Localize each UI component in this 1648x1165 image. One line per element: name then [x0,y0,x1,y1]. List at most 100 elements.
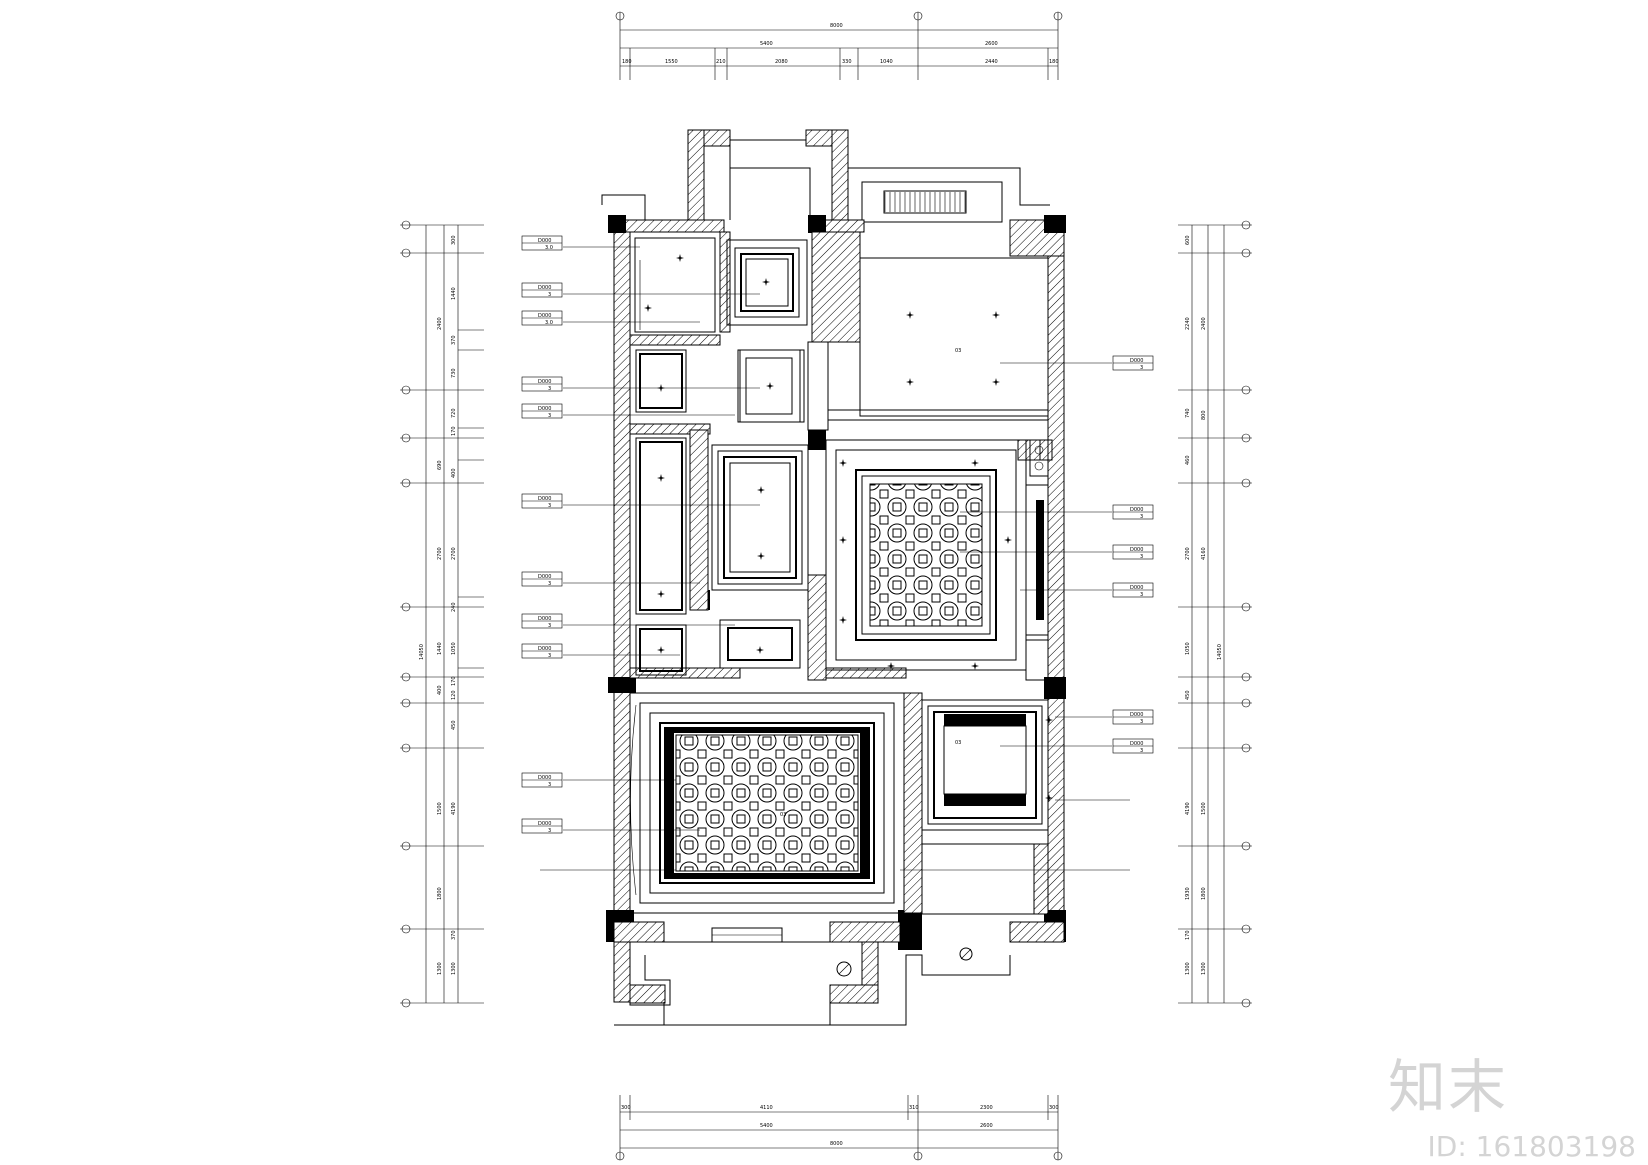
bottom-dim-seg-4: 2300 [980,1105,993,1111]
left-dim-seg-3: 370 [451,335,457,345]
tag-left-4-value: 3 [548,386,551,392]
right-dim-seg-10: 170 [1185,930,1191,940]
tag-left-6-code: D000 [538,496,551,502]
tag-right-3-code: D000 [1130,547,1143,553]
left-dim-seg-2: 1440 [451,287,457,300]
tag-left-5-code: D000 [538,406,551,412]
left-dim-overall: 14050 [419,644,425,660]
tag-left-3-code: D000 [538,313,551,319]
bottom-dimension-chain: 300 4110 310 2300 300 5400 2600 8000 [615,1095,1063,1161]
tag-left-10-code: D000 [538,775,551,781]
left-dim-mid-1: 2400 [437,317,443,330]
tag-left-3-value: 3.0 [545,320,553,326]
left-dimension-chain: 14050 2400 690 2700 1440 400 1500 1800 1… [400,220,484,1008]
left-leader-tags: D000 3.0 D000 3 D000 3.0 D000 3 D000 3 D… [521,235,760,871]
top-dim-overall: 8000 [830,23,843,29]
tag-left-9-code: D000 [538,646,551,652]
top-dim-seg-1: 180 [622,59,632,65]
top-dim-seg-7: 2440 [985,59,998,65]
room-top-right [807,257,1049,431]
left-dim-seg-15: 370 [451,930,457,940]
bottom-dim-seg-5: 300 [1049,1105,1059,1111]
tag-left-1-value: 3.0 [545,245,553,251]
right-dim-overall: 14050 [1217,644,1223,660]
top-dim-seg-3: 210 [716,59,726,65]
left-dim-mid-4: 1440 [437,642,443,655]
right-dim-seg-3: 740 [1185,408,1191,418]
building-walls [601,129,1066,1026]
right-dim-seg-2: 2240 [1185,317,1191,330]
left-dim-seg-7: 400 [451,468,457,478]
left-dim-mid-7: 1800 [437,887,443,900]
tag-right-6-value: 3 [1140,748,1143,754]
room-label-1: 03 [955,348,961,354]
right-dim-mid-3: 4160 [1201,547,1207,560]
tag-left-8-value: 3 [548,623,551,629]
bottom-dim-seg-3: 310 [909,1105,919,1111]
top-dim-sub-1: 5400 [760,41,773,47]
right-dim-seg-8: 4190 [1185,802,1191,815]
left-dim-seg-14: 4190 [451,802,457,815]
tag-left-10-value: 3 [548,782,551,788]
tag-left-7-value: 3 [548,581,551,587]
room-left-strips [635,349,809,676]
right-dim-seg-5: 2700 [1185,547,1191,560]
right-dim-seg-6: 1050 [1185,642,1191,655]
left-dim-mid-5: 400 [437,685,443,695]
right-dim-mid-4: 1500 [1201,802,1207,815]
watermark-logo: 知末 [1387,1053,1508,1121]
tag-right-4-code: D000 [1130,585,1143,591]
tag-right-4-value: 3 [1140,592,1143,598]
light-fixtures [644,254,1053,802]
left-dim-mid-6: 1500 [437,802,443,815]
tag-left-6-value: 3 [548,503,551,509]
left-dim-seg-10: 1050 [451,642,457,655]
tag-left-11-code: D000 [538,821,551,827]
right-dim-mid-5: 1800 [1201,887,1207,900]
left-dim-seg-11: 170 [451,676,457,686]
left-dim-seg-9: 240 [451,602,457,612]
top-dim-seg-8: 180 [1049,59,1059,65]
tag-left-8-code: D000 [538,616,551,622]
right-dim-seg-9: 1930 [1185,887,1191,900]
right-leader-tags: D000 3 D000 3 D000 3 D000 3 D000 3 D000 … [900,355,1154,871]
top-dim-sub-2: 2600 [985,41,998,47]
tag-left-5-value: 3 [548,413,551,419]
tag-left-9-value: 3 [548,653,551,659]
bottom-dim-seg-1: 300 [621,1105,631,1111]
right-dim-seg-11: 1300 [1185,962,1191,975]
right-dimension-chain: 14050 2400 800 4160 1500 1800 1300 600 2… [1178,220,1252,1008]
room-top-left [634,237,808,423]
room-bottom-right [921,699,1049,915]
right-dim-mid-2: 800 [1201,410,1207,420]
right-dim-mid-6: 1300 [1201,962,1207,975]
right-dim-seg-7: 450 [1185,690,1191,700]
tag-right-3-value: 3 [1140,554,1143,560]
left-dim-seg-5: 720 [451,408,457,418]
left-dim-mid-3: 2700 [437,547,443,560]
top-dim-seg-4: 2080 [775,59,788,65]
tag-right-6-code: D000 [1130,741,1143,747]
tag-left-11-value: 3 [548,828,551,834]
watermark-id: ID: 161803198 [1427,1130,1636,1163]
right-dim-mid-1: 2400 [1201,317,1207,330]
left-dim-seg-8: 2700 [451,547,457,560]
left-dim-seg-1: 300 [451,235,457,245]
tag-right-1-value: 3 [1140,365,1143,371]
room-right-lattice [825,439,1049,681]
tag-left-1-code: D000 [538,238,551,244]
bottom-dim-overall: 8000 [830,1141,843,1147]
bottom-dim-seg-2: 4110 [760,1105,773,1111]
left-dim-seg-4: 730 [451,368,457,378]
left-dim-mid-2: 690 [437,460,443,470]
left-dim-seg-16: 1300 [451,962,457,975]
bottom-dim-sub-2: 2600 [980,1123,993,1129]
right-dim-seg-1: 600 [1185,235,1191,245]
left-dim-seg-12: 120 [451,690,457,700]
top-dim-seg-2: 1550 [665,59,678,65]
bottom-dim-sub-1: 5400 [760,1123,773,1129]
tag-right-1-code: D000 [1130,358,1143,364]
tag-left-2-value: 3 [548,292,551,298]
top-dimension-chain: 8000 5400 2600 180 1550 210 2080 330 104… [615,11,1063,80]
